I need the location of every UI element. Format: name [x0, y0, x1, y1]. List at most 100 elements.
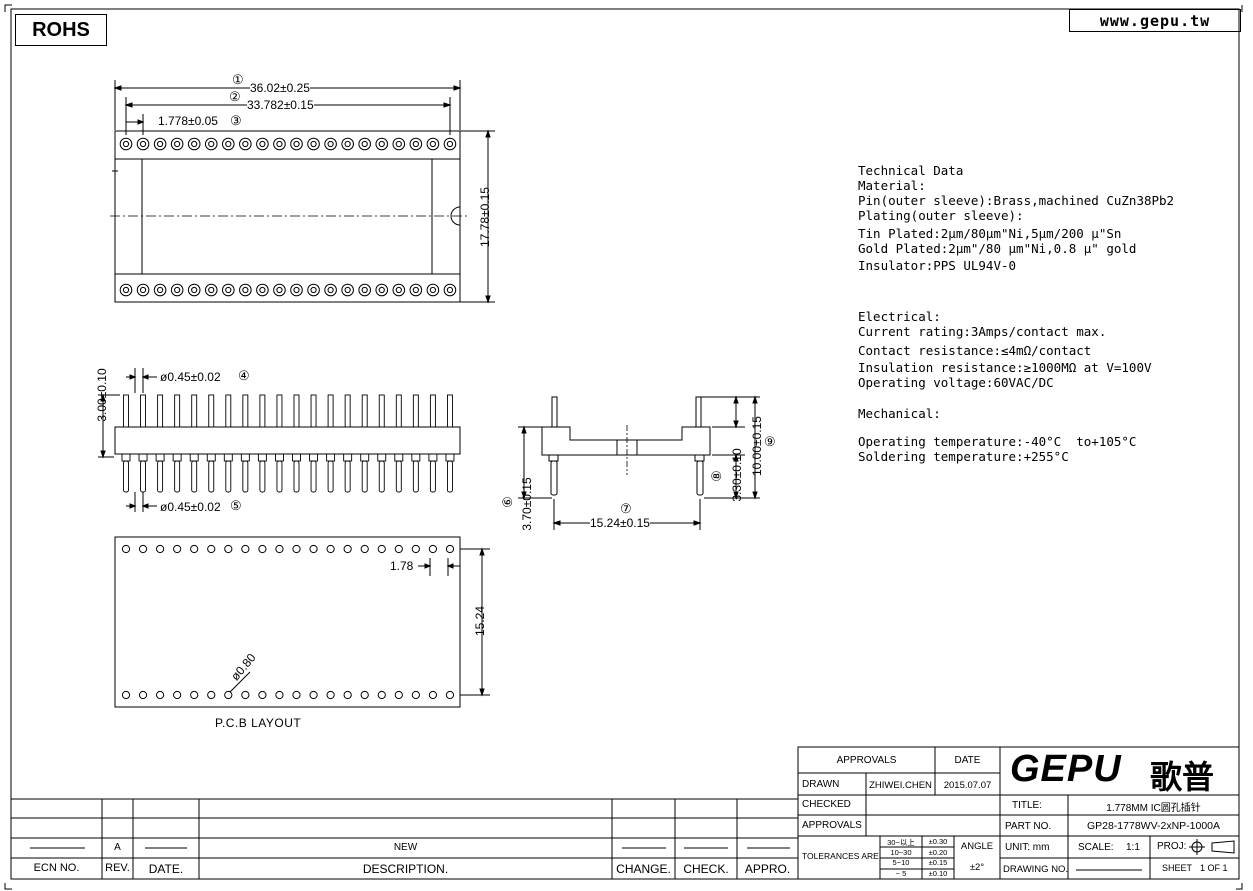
pcb-row-spacing-label: 15.24 — [473, 605, 487, 637]
pin-tail — [395, 460, 402, 493]
socket-hole-inner — [429, 140, 436, 148]
socket-hole-inner — [157, 140, 164, 148]
pin-collar — [343, 453, 353, 462]
pin-collar — [257, 453, 267, 462]
part-label: PART NO. — [1005, 821, 1052, 832]
drawn-label: DRAWN — [802, 779, 840, 790]
dim9-marker: ⑨ — [764, 434, 776, 449]
drawing-no-label: DRAWING NO. — [1003, 864, 1069, 875]
socket-hole-inner — [378, 286, 385, 294]
socket-hole-outer — [358, 137, 372, 151]
scale-label: SCALE: — [1078, 842, 1114, 853]
pin-tail — [276, 460, 283, 493]
pin-tail — [447, 460, 453, 493]
dim8-marker: ⑧ — [708, 470, 724, 482]
part-value: GP28-1778WV-2xNP-1000A — [1086, 820, 1221, 832]
pcb-hole — [292, 690, 301, 700]
socket-hole-inner — [208, 140, 215, 148]
socket-hole-inner — [361, 286, 368, 294]
elec-line: Electrical: — [858, 309, 941, 324]
dim8-label: 3.30±0.10 — [730, 448, 744, 502]
elec-line: Insulation resistance:≥1000MΩ at V=100V — [858, 360, 1152, 375]
sheet-label: SHEET — [1162, 863, 1193, 873]
tol-range-4: ~ 5 — [895, 869, 907, 878]
pcb-hole — [207, 544, 216, 554]
pcb-hole — [241, 690, 250, 700]
pin-collar — [240, 453, 250, 462]
ecn-header: ECN NO. — [33, 862, 80, 874]
pcb-hole — [326, 544, 335, 554]
description-header: DESCRIPTION. — [362, 862, 449, 876]
socket-hole-outer — [187, 283, 201, 297]
pin-top — [310, 394, 317, 428]
socket-hole-inner — [429, 286, 436, 294]
pcb-hole — [258, 690, 267, 700]
pin-top — [327, 394, 334, 428]
angle-label: ANGLE — [960, 841, 994, 852]
dim9-label: 10.00±0.15 — [750, 416, 764, 476]
dim4-label: ø0.45±0.02 — [160, 370, 221, 384]
dim6-label: 3.70±0.15 — [520, 477, 534, 531]
socket-hole-inner — [276, 286, 283, 294]
socket-hole-inner — [446, 140, 454, 148]
pin-tail — [157, 460, 164, 493]
elec-line: Current rating:3Amps/contact max. — [858, 324, 1107, 339]
socket-hole-inner — [242, 140, 249, 148]
pin-collar — [360, 453, 370, 462]
socket-hole-outer — [153, 137, 167, 151]
rev-header: REV. — [105, 862, 130, 874]
pin-top — [174, 394, 181, 428]
pin-top — [242, 394, 249, 428]
check-header: CHECK. — [683, 862, 729, 876]
socket-hole-outer — [392, 283, 406, 297]
pcb-hole — [326, 690, 335, 700]
dim1-marker: ① — [232, 72, 244, 87]
socket-hole-inner — [276, 140, 283, 148]
pin-top — [191, 394, 198, 428]
socket-hole-outer — [136, 283, 150, 297]
pcb-hole — [292, 544, 301, 554]
socket-hole-outer — [375, 137, 389, 151]
pcb-hole — [309, 690, 318, 700]
socket-hole-outer — [136, 137, 150, 151]
dim2-label: 33.782±0.15 — [247, 98, 314, 112]
pcb-layout — [114, 536, 490, 708]
pin-tail — [208, 460, 215, 493]
dim-height-label: 17.78±0.15 — [478, 187, 492, 247]
dim7-label: 15.24±0.15 — [590, 516, 650, 530]
socket-hole-inner — [412, 140, 419, 148]
description-value: NEW — [393, 842, 418, 853]
pin-collar — [223, 453, 233, 462]
pcb-hole — [377, 690, 386, 700]
socket-hole-outer — [324, 137, 337, 151]
pcb-hole — [138, 544, 148, 554]
electrical-notes: Electrical:Current rating:3Amps/contact … — [858, 294, 1152, 405]
pin-collar — [326, 453, 336, 462]
socket-hole-outer — [187, 137, 201, 151]
pin-top — [157, 394, 164, 428]
socket-hole-inner — [412, 286, 419, 294]
socket-hole-inner — [122, 140, 130, 148]
rohs-badge: ROHS — [15, 14, 107, 46]
socket-hole-inner — [310, 286, 317, 294]
frame — [4, 4, 1243, 890]
socket-hole-outer — [204, 137, 218, 151]
pin-top — [123, 394, 129, 428]
pcb-hole — [190, 690, 199, 700]
bottom-row-holes — [119, 283, 457, 297]
dim5-marker: ⑤ — [230, 498, 242, 513]
pin-tail — [310, 460, 317, 493]
side-view-pins — [121, 394, 455, 493]
pcb-hole — [156, 544, 165, 554]
elec-line: Operating voltage:60VAC/DC — [858, 375, 1054, 390]
socket-hole-outer — [222, 283, 235, 297]
mech-line — [858, 421, 1136, 434]
socket-hole-outer — [443, 137, 457, 151]
pin-tail — [242, 460, 249, 493]
pcb-hole — [173, 690, 182, 700]
pin-collar — [172, 453, 182, 462]
pin-top — [344, 394, 351, 428]
pin-collar — [138, 453, 148, 462]
socket-hole-outer — [273, 283, 286, 297]
socket-hole-inner — [225, 286, 232, 294]
